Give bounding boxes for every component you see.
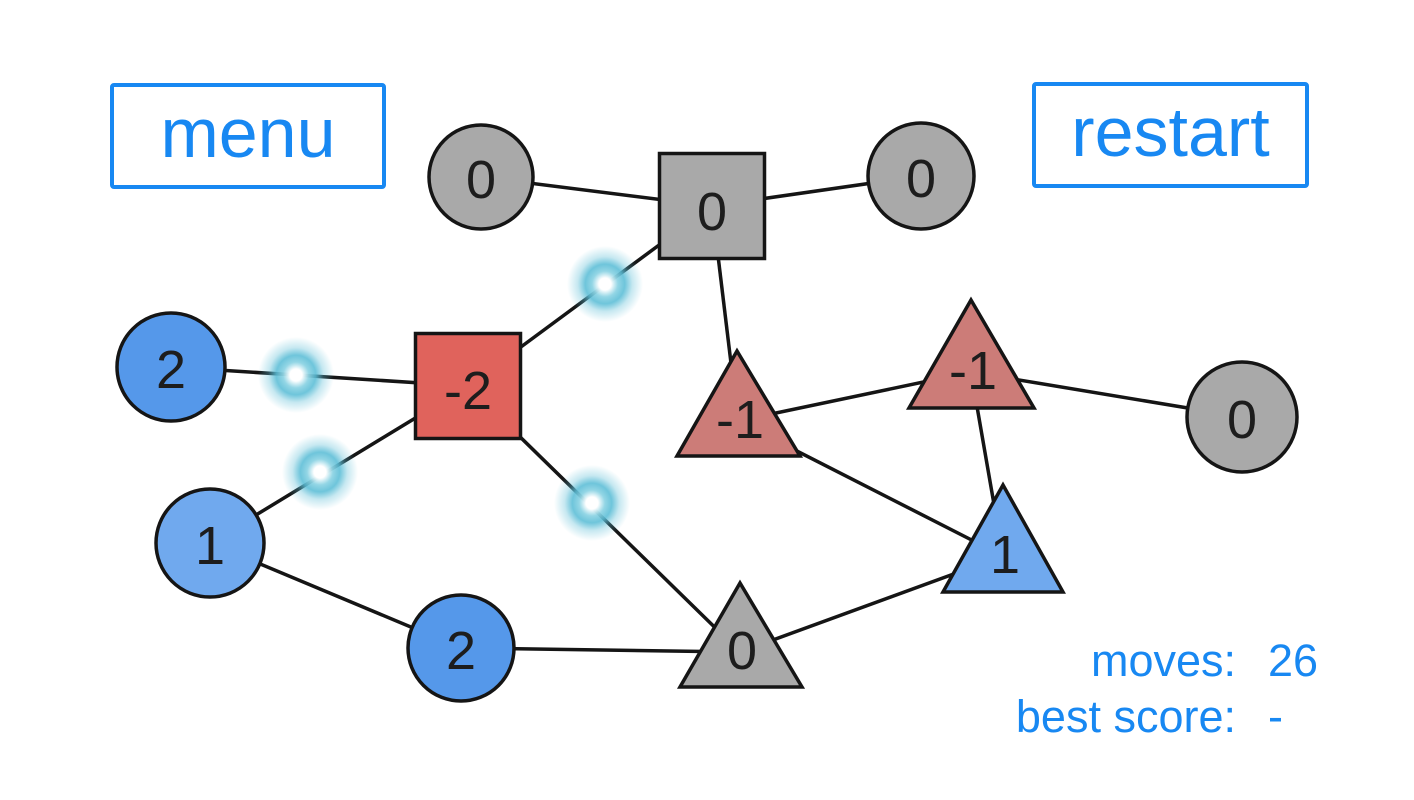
- edge-glow-marker: [554, 465, 630, 541]
- node-value: 1: [990, 525, 1020, 585]
- node-square[interactable]: [657, 151, 767, 261]
- edge-glow-marker: [282, 434, 358, 510]
- node-value: -2: [444, 361, 492, 421]
- best-score-label: best score:: [1015, 690, 1236, 742]
- node-value: 0: [697, 182, 727, 242]
- node-value: 0: [466, 150, 496, 210]
- menu-button[interactable]: menu: [110, 83, 386, 189]
- node-circle[interactable]: [427, 123, 535, 231]
- node-triangle[interactable]: [905, 296, 1038, 410]
- restart-button[interactable]: restart: [1032, 82, 1309, 188]
- node-value: 0: [906, 149, 936, 209]
- node-value: 2: [156, 340, 186, 400]
- node-circle[interactable]: [406, 593, 516, 703]
- moves-value: 26: [1268, 635, 1319, 686]
- node-value: 0: [727, 621, 757, 681]
- edge-glow-marker: [258, 337, 334, 413]
- node-triangle[interactable]: [940, 481, 1066, 594]
- node-circle[interactable]: [866, 121, 976, 231]
- node-circle[interactable]: [1185, 360, 1299, 474]
- node-square[interactable]: [413, 331, 523, 441]
- node-value: -1: [949, 341, 997, 401]
- moves-label: moves:: [1090, 635, 1236, 686]
- node-circle[interactable]: [115, 311, 227, 423]
- node-value: 2: [446, 621, 476, 681]
- node-triangle[interactable]: [676, 579, 806, 689]
- node-value: -1: [716, 390, 764, 450]
- score-panel: moves: 26 best score: -: [1016, 636, 1332, 741]
- node-circle[interactable]: [154, 487, 266, 599]
- node-triangle[interactable]: [673, 347, 804, 458]
- node-value: 1: [195, 516, 225, 576]
- best-score-value: -: [1268, 690, 1283, 742]
- node-value: 0: [1227, 390, 1257, 450]
- edge-glow-marker: [567, 246, 643, 322]
